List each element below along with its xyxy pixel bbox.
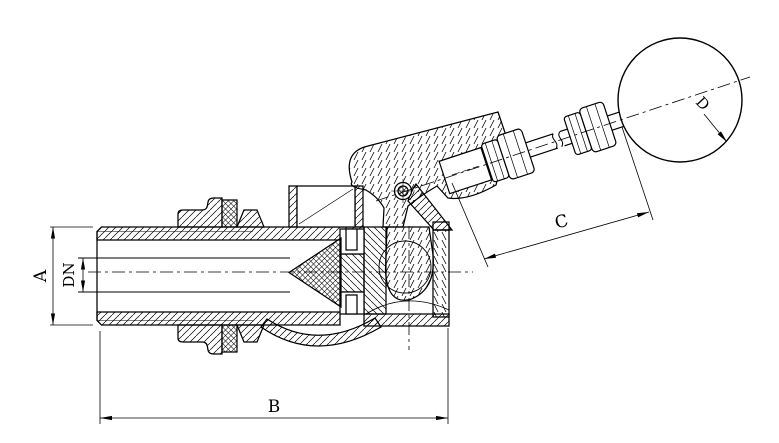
nut-top-body <box>177 197 223 228</box>
float-arm <box>348 111 509 228</box>
centerlines <box>88 76 751 350</box>
dim-dn-arrow-bottom <box>80 280 86 292</box>
dimensions: A DN B C <box>31 93 727 424</box>
rod-break-right <box>558 131 564 148</box>
centerline-arm-axis <box>375 76 751 202</box>
dimension-label-a: A <box>31 269 51 283</box>
dim-c-ext-right <box>621 126 654 221</box>
pivot-pin-cross <box>391 179 415 203</box>
chamber-dome-arc <box>365 300 450 315</box>
pipe-hex-nut-top <box>177 197 238 228</box>
dim-d-arrow <box>717 131 727 142</box>
seat-column <box>363 226 387 315</box>
dimension-label-c: C <box>553 211 571 234</box>
bonnet-chamfer-line <box>298 188 354 225</box>
bottom-shell <box>260 317 382 347</box>
dim-a-arrow-top <box>50 227 56 239</box>
seat-post-bottom <box>345 294 358 315</box>
dimension-b: B <box>99 328 449 424</box>
hex-boss-bottom <box>236 324 265 343</box>
dim-c-arrow-right <box>636 212 649 218</box>
rod-hex-nuts-inner <box>481 128 535 183</box>
float-rod-assembly <box>438 101 625 195</box>
seat-post-top <box>345 228 358 251</box>
rod-hex-nuts-outer <box>563 101 617 156</box>
dim-c-arrow-left <box>484 253 497 259</box>
dimension-label-dn: DN <box>60 262 78 287</box>
bonnet-left-wall <box>288 185 298 228</box>
chamber-bottom-plate <box>363 313 450 327</box>
hex-boss-top <box>236 209 265 228</box>
dim-dn-arrow-top <box>80 258 86 270</box>
dimension-label-b: B <box>268 397 281 417</box>
dimension-c: C <box>451 126 654 268</box>
float-arm-assembly <box>348 111 509 301</box>
dim-b-arrow-left <box>100 415 112 421</box>
bonnet <box>288 185 364 228</box>
valve-cone-plug <box>287 236 342 309</box>
nut-bottom-body <box>177 324 223 355</box>
nut-top-seal <box>221 199 238 228</box>
dim-c-ext-left <box>451 182 489 268</box>
valve-body <box>78 182 454 355</box>
dimension-a: A <box>31 226 93 326</box>
dimension-dn: DN <box>60 258 86 292</box>
rod-break-left <box>552 133 558 149</box>
rod-socket-centerline <box>451 165 479 176</box>
outlet-wall <box>432 221 450 318</box>
wall-section <box>432 229 450 318</box>
inlet-pipe <box>78 226 365 326</box>
nut-bottom-seal <box>221 324 238 353</box>
pivot-pin <box>391 179 415 203</box>
pipe-hex-nut-bottom <box>177 324 238 355</box>
plug-sphere-outline <box>378 240 432 294</box>
dim-b-arrow-right <box>436 415 448 421</box>
seat-mid-band <box>339 253 365 293</box>
bonnet-right-wall <box>354 185 364 228</box>
dim-c-line <box>483 211 650 260</box>
pipe-bottom-wall <box>96 311 341 326</box>
arm-tongue <box>384 226 434 301</box>
pipe-top-wall <box>96 226 365 241</box>
dim-a-arrow-bottom <box>50 313 56 325</box>
